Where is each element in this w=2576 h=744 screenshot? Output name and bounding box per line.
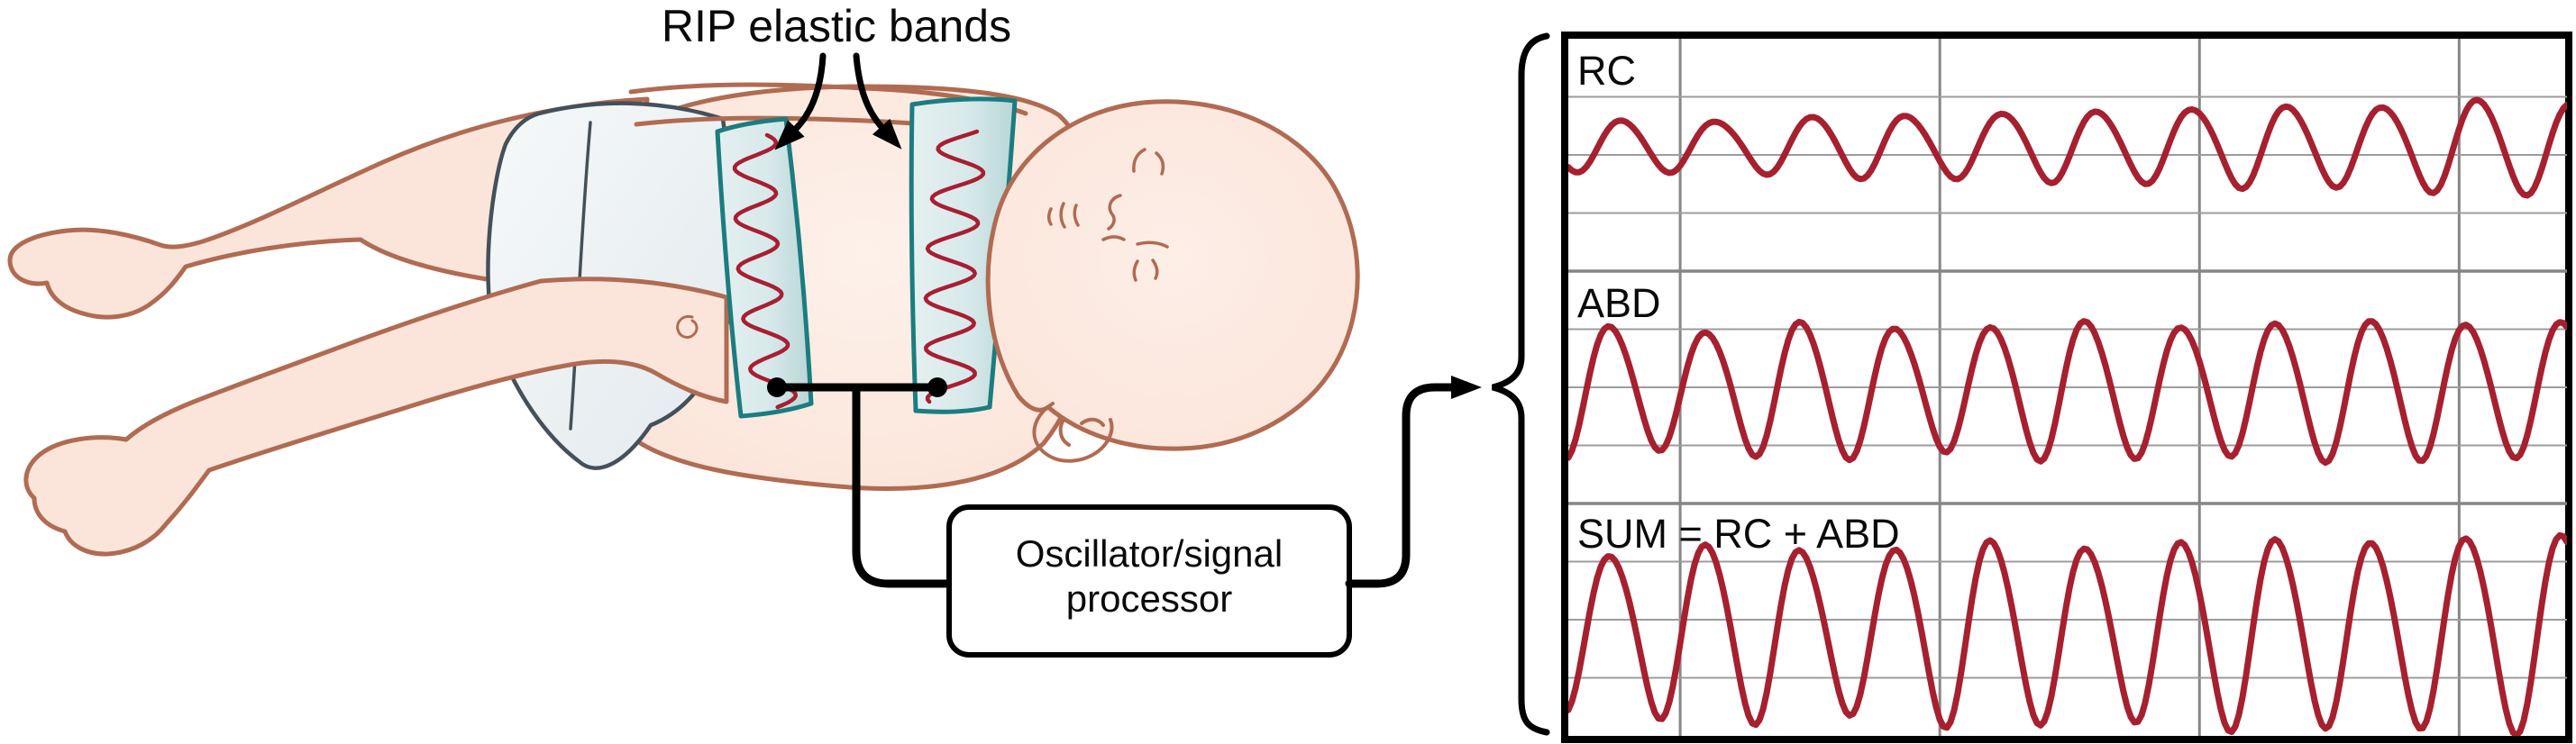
navel-mark: [676, 314, 699, 339]
sensor-wiring: [772, 383, 954, 588]
label-sum: SUM = RC + ABD: [1577, 511, 1900, 557]
output-arrow: [1345, 376, 1482, 588]
chart-traces: [1568, 96, 2567, 736]
infant-head: [985, 99, 1360, 451]
waveform-chart: RC ABD SUM = RC + ABD: [1561, 32, 2572, 743]
infant-leg-lower: [23, 277, 729, 557]
trace-abd: [1568, 318, 2567, 467]
rip-band-chest: [909, 96, 1018, 414]
band-coil-chest: [923, 129, 986, 404]
label-abd: ABD: [1577, 280, 1661, 326]
oscillator-label-line2: processor: [1066, 577, 1232, 620]
bands-arrow-right: [853, 52, 902, 150]
band-coil-abdomen: [732, 132, 799, 410]
rip-band-abdomen: [715, 116, 814, 419]
infant-illustration: [7, 82, 1360, 557]
infant-ear: [1032, 402, 1114, 463]
curly-brace: [1492, 32, 1550, 736]
oscillator-label-line1: Oscillator/signal: [1016, 532, 1283, 575]
bands-label: RIP elastic bands: [662, 1, 1011, 51]
sensor-dot-abdomen: [767, 377, 787, 397]
trace-rc: [1568, 96, 2567, 199]
label-rc: RC: [1577, 48, 1636, 94]
bands-arrow-left: [774, 52, 827, 150]
infant-face-detail: [1047, 148, 1169, 282]
processor-input-wire: [852, 383, 954, 588]
trace-sum: [1568, 531, 2567, 736]
sensor-dot-chest: [927, 377, 947, 397]
